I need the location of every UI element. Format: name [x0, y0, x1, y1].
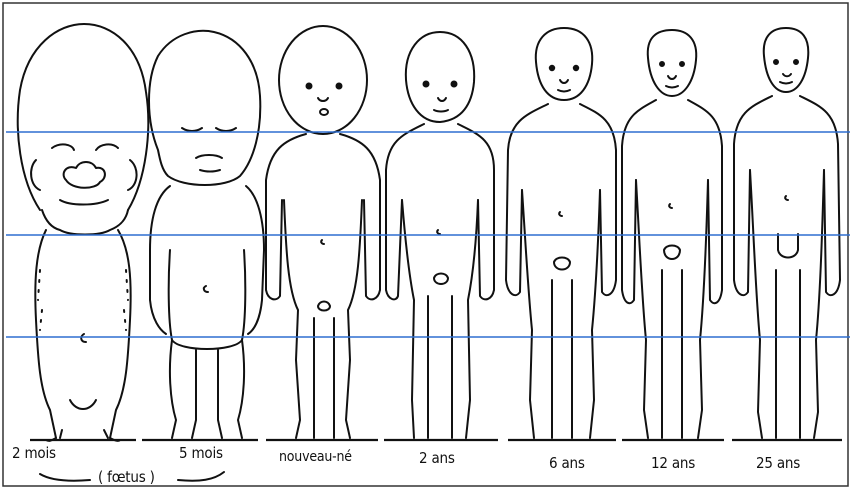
figure-nouveau-ne — [266, 26, 380, 438]
head-outline — [18, 24, 148, 210]
label-25-ans: 25 ans — [756, 454, 800, 472]
label-2-mois: 2 mois — [12, 444, 56, 462]
figure-6-ans — [506, 28, 616, 438]
label-12-ans: 12 ans — [651, 454, 695, 472]
head-outline — [406, 32, 474, 122]
head-outline — [279, 26, 367, 134]
head-outline — [764, 28, 809, 92]
label-foetus: ( fœtus ) — [98, 468, 155, 486]
label-5-mois: 5 mois — [179, 444, 223, 462]
label-2-ans: 2 ans — [419, 449, 455, 467]
label-6-ans: 6 ans — [549, 454, 585, 472]
head-outline — [536, 28, 592, 100]
nose — [64, 162, 105, 188]
head-outline — [149, 31, 260, 185]
figure-2-mois — [18, 24, 148, 441]
figure-12-ans — [622, 30, 722, 438]
figure-25-ans — [734, 28, 840, 438]
label-nouveau-ne: nouveau-né — [279, 449, 352, 465]
head-outline — [648, 30, 697, 96]
